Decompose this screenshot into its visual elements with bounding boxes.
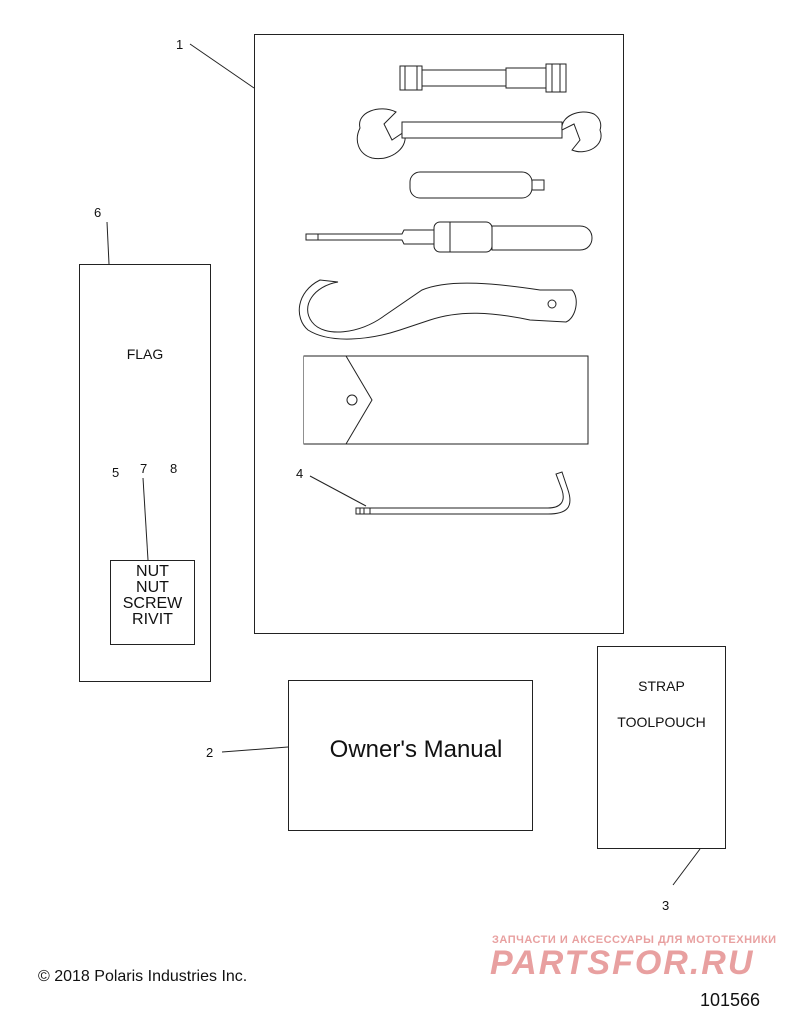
watermark-tagline: ЗАПЧАСТИ И АКСЕССУАРЫ ДЛЯ МОТОТЕХНИКИ — [492, 934, 777, 946]
tool-pouch-box — [597, 646, 726, 849]
hardware-label-screw: SCREW — [122, 595, 183, 612]
watermark-brand: PARTSFOR.RU — [490, 944, 755, 982]
leader-line-6 — [106, 221, 110, 265]
owners-manual-box — [288, 680, 533, 831]
leader-line-2 — [221, 746, 289, 753]
owners-manual-label: Owner's Manual — [329, 736, 503, 763]
wrench-drawing — [356, 108, 602, 160]
hardware-bag-labels: NUT NUT SCREW RIVIT — [110, 564, 195, 628]
hardware-label-rivit: RIVIT — [132, 611, 173, 628]
hardware-label-nut-2: NUT — [136, 579, 169, 596]
leader-line-4 — [309, 475, 367, 507]
diagram-number: 101566 — [700, 990, 761, 1010]
spanner-wrench-drawing — [298, 279, 577, 340]
hardware-label-nut-1: NUT — [136, 563, 169, 580]
callout-6: 6 — [94, 205, 102, 220]
socket-extension-drawing — [399, 63, 567, 93]
leader-line-1 — [189, 43, 255, 89]
leader-line-7 — [142, 477, 149, 561]
copyright-text: © 2018 Polaris Industries Inc. — [38, 968, 248, 985]
callout-8: 8 — [170, 461, 178, 476]
handle-drawing — [409, 171, 545, 199]
leader-line-3 — [672, 848, 701, 886]
callout-3: 3 — [662, 898, 670, 913]
callout-2: 2 — [206, 745, 214, 760]
callout-5: 5 — [112, 465, 120, 480]
strap-label: STRAP — [638, 678, 685, 694]
hex-key-drawing — [355, 471, 571, 515]
callout-4: 4 — [296, 466, 304, 481]
hardware-bag — [110, 560, 195, 645]
tool-roll-drawing — [303, 355, 589, 445]
callout-7: 7 — [140, 461, 148, 476]
toolpouch-label: TOOLPOUCH — [617, 714, 706, 730]
screwdriver-drawing — [305, 221, 593, 253]
callout-1: 1 — [176, 37, 184, 52]
flag-label: FLAG — [126, 346, 164, 362]
